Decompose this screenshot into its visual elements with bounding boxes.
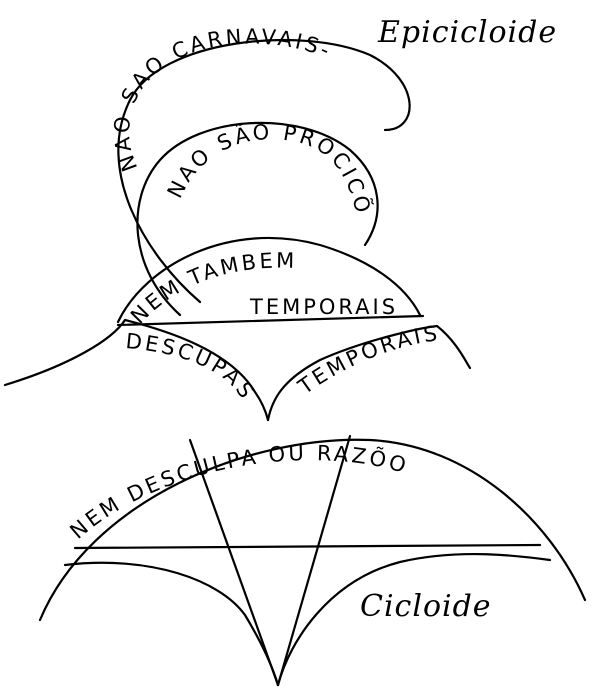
phrase-nem-desculpa: NEM DESCULPA OU RAZÕO [65,441,411,544]
cicloide-label: Cicloide [360,589,492,624]
phrase-temporais-lower: TEMPORAIS [293,321,441,400]
phrase-descupas: DESCUPAS [125,329,260,405]
lower-chord [75,545,540,548]
lower-arch [40,440,585,620]
phrase-procicoes: NAO SÃO PROCICÕES [0,0,378,218]
cycloid-left-curve [65,563,278,685]
right-diagonal [278,436,350,685]
phrase-temporais-top: TEMPORAIS [249,295,398,319]
epicicloide-label: Epicicloide [377,15,557,50]
